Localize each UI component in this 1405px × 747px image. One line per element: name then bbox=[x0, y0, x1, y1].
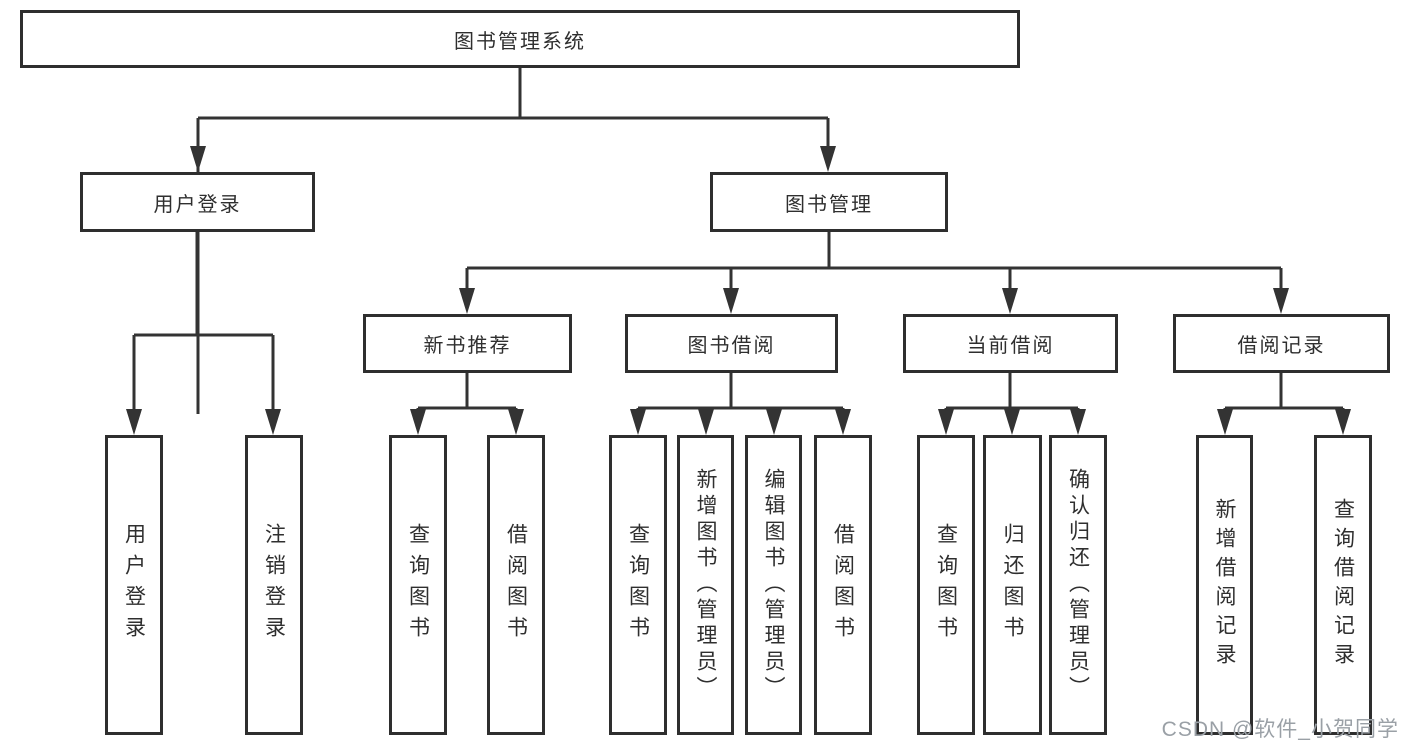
edge-book-borrow bbox=[636, 373, 845, 414]
leaf-label: 借阅图书 bbox=[504, 523, 528, 647]
leaf-label: 编辑图书（管理员） bbox=[762, 468, 785, 702]
leaf-logout: 注销登录 bbox=[245, 435, 303, 735]
leaf-newbook-query-books: 查询图书 bbox=[389, 435, 447, 735]
leaf-label: 查询图书 bbox=[406, 523, 430, 647]
leaf-borrow-query-books: 查询图书 bbox=[609, 435, 667, 735]
leaf-label: 借阅图书 bbox=[831, 523, 855, 647]
node-label: 用户登录 bbox=[153, 193, 242, 216]
leaf-label: 新增图书（管理员） bbox=[694, 468, 717, 702]
edge-user-login bbox=[132, 232, 275, 414]
edge-current-borrow bbox=[944, 373, 1080, 414]
leaf-label: 新增借阅记录 bbox=[1213, 498, 1236, 672]
leaf-label: 确认归还（管理员） bbox=[1066, 468, 1090, 702]
csdn-watermark: CSDN @软件_小贺同学 bbox=[1161, 718, 1399, 741]
arrowheads bbox=[126, 146, 1351, 435]
node-label: 新书推荐 bbox=[423, 335, 512, 357]
leaf-current-confirm-return-admin: 确认归还（管理员） bbox=[1049, 435, 1107, 735]
leaf-borrow-borrow-books: 借阅图书 bbox=[814, 435, 872, 735]
leaf-user-login: 用户登录 bbox=[105, 435, 163, 735]
edge-book-management bbox=[465, 232, 1283, 292]
tree-edges bbox=[132, 68, 1345, 414]
edge-root bbox=[196, 68, 830, 414]
leaf-current-query-books: 查询图书 bbox=[917, 435, 975, 735]
node-label: 借阅记录 bbox=[1237, 335, 1326, 357]
edge-records bbox=[1223, 373, 1345, 414]
node-new-book-recommend: 新书推荐 bbox=[363, 314, 572, 373]
node-book-management: 图书管理 bbox=[710, 172, 948, 232]
node-borrow-records: 借阅记录 bbox=[1173, 314, 1390, 373]
leaf-borrow-edit-books-admin: 编辑图书（管理员） bbox=[745, 435, 802, 735]
leaf-records-query-record: 查询借阅记录 bbox=[1314, 435, 1372, 735]
node-label: 当前借阅 bbox=[966, 335, 1055, 357]
leaf-label: 注销登录 bbox=[262, 523, 286, 647]
node-label: 图书管理系统 bbox=[454, 30, 586, 53]
leaf-borrow-add-books-admin: 新增图书（管理员） bbox=[677, 435, 734, 735]
leaf-label: 查询借阅记录 bbox=[1331, 498, 1355, 672]
node-root-library-system: 图书管理系统 bbox=[20, 10, 1020, 68]
node-label: 图书管理 bbox=[785, 193, 873, 216]
leaf-label: 查询图书 bbox=[934, 523, 958, 647]
node-book-borrow: 图书借阅 bbox=[625, 314, 838, 373]
leaf-records-add-record: 新增借阅记录 bbox=[1196, 435, 1253, 735]
leaf-label: 用户登录 bbox=[122, 523, 146, 647]
node-label: 图书借阅 bbox=[687, 335, 776, 357]
leaf-newbook-borrow-books: 借阅图书 bbox=[487, 435, 545, 735]
node-user-login: 用户登录 bbox=[80, 172, 315, 232]
leaf-current-return-books: 归还图书 bbox=[983, 435, 1042, 735]
edge-new-book bbox=[416, 373, 518, 414]
leaf-label: 查询图书 bbox=[626, 523, 650, 647]
node-current-borrow: 当前借阅 bbox=[903, 314, 1118, 373]
leaf-label: 归还图书 bbox=[1001, 523, 1024, 647]
